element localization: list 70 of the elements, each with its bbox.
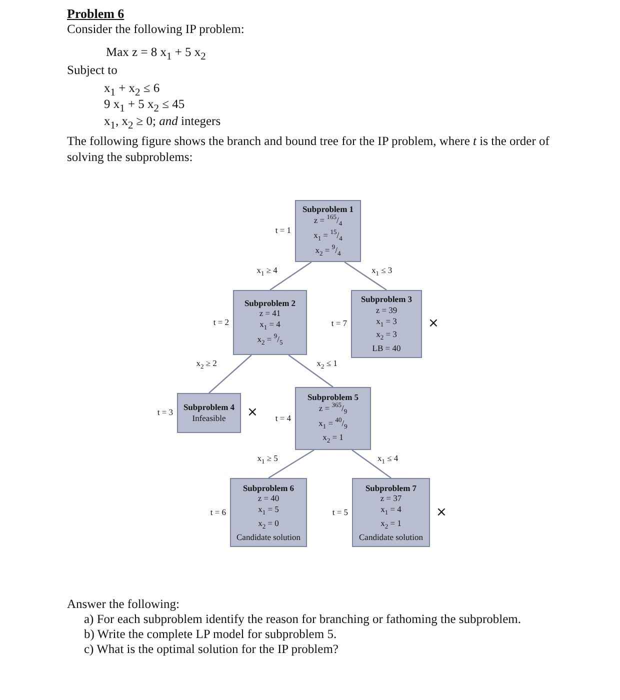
subproblem-box bbox=[295, 200, 361, 262]
edge-label: x$_{1}$ ≤ 4 bbox=[378, 454, 398, 466]
text: The following figure shows the branch and bound tree for the IP problem, where t is the order of solving the subproblems: bbox=[67, 134, 550, 166]
text: x$_{1}$, x$_{2}$ ≥ 0; and integers bbox=[104, 114, 222, 133]
box-text: x$_{1}$ = 4 bbox=[380, 504, 402, 518]
box-text: z = 39 bbox=[376, 304, 398, 316]
box-text: x$_{1}$ = 4 bbox=[260, 318, 280, 333]
order-label: t = 2 bbox=[213, 318, 229, 326]
branch-line bbox=[352, 450, 392, 478]
order-label: t = 6 bbox=[210, 508, 226, 516]
fathomed-mark: × bbox=[428, 317, 439, 330]
order-label: t = 7 bbox=[331, 319, 347, 328]
order-label: t = 1 bbox=[275, 226, 291, 234]
branch-line bbox=[268, 449, 314, 479]
box-text: x$_{2}$ = 3 bbox=[376, 329, 397, 344]
branch-line bbox=[270, 262, 312, 290]
text: Max z = 8 x$_{1}$ + 5 x$_{2}$ bbox=[106, 45, 207, 64]
box-text: x$_{2}$ = 0 bbox=[258, 518, 279, 532]
subproblem-box bbox=[352, 478, 430, 547]
branch-line bbox=[208, 354, 252, 394]
edge-label: x$_{1}$ ≥ 4 bbox=[256, 266, 278, 278]
box-text: Subproblem 3 bbox=[360, 294, 412, 305]
edge-label: x$_{2}$ ≥ 2 bbox=[196, 359, 217, 372]
subproblem-box bbox=[230, 478, 307, 547]
box-text: Infeasible bbox=[192, 413, 226, 424]
fathomed-mark: × bbox=[247, 406, 258, 419]
box-text: z = $^{165}$/$_{4}$ bbox=[314, 214, 342, 229]
box-text: z = 37 bbox=[380, 493, 402, 504]
box-text: x$_{2}$ = 1 bbox=[380, 518, 402, 532]
text: x$_{1}$ + x$_{2}$ ≤ 6 bbox=[104, 81, 161, 100]
box-text: Subproblem 2 bbox=[244, 298, 296, 308]
subproblem-box bbox=[351, 290, 422, 358]
text: 9 x$_{1}$ + 5 x$_{2}$ ≤ 45 bbox=[104, 97, 186, 116]
order-label: t = 4 bbox=[275, 414, 291, 422]
box-text: x$_{1}$ = 5 bbox=[258, 504, 279, 518]
text: Subject to bbox=[67, 63, 118, 79]
subproblem-box bbox=[177, 393, 241, 433]
box-text: Candidate solution bbox=[236, 532, 300, 542]
box-text: x$_{1}$ = $^{15}$/$_{4}$ bbox=[314, 228, 342, 244]
text: c) What is the optimal solution for the IP problem? bbox=[84, 642, 340, 658]
box-text: x$_{2}$ = 1 bbox=[322, 432, 344, 446]
subproblem-box bbox=[295, 387, 371, 450]
box-text: z = $^{365}$/$_{9}$ bbox=[318, 402, 348, 417]
order-label: t = 5 bbox=[332, 508, 348, 516]
fathomed-mark: × bbox=[436, 506, 447, 518]
text: b) Write the complete LP model for subproblem 5. bbox=[84, 627, 338, 643]
box-text: Subproblem 6 bbox=[242, 482, 294, 494]
order-label: t = 3 bbox=[157, 408, 173, 416]
box-text: LB = 40 bbox=[372, 343, 401, 354]
text: Answer the following: bbox=[67, 597, 180, 613]
edge-label: x$_{1}$ ≤ 3 bbox=[372, 266, 392, 278]
box-text: Subproblem 7 bbox=[365, 482, 417, 494]
box-text: x$_{1}$ = 3 bbox=[376, 316, 397, 330]
text: a) For each subproblem identify the reason for branching or fathoming the subproblem. bbox=[84, 612, 522, 628]
subproblem-box bbox=[233, 290, 307, 355]
box-text: Subproblem 1 bbox=[302, 204, 354, 214]
box-text: z = 40 bbox=[258, 493, 280, 504]
title: Problem 6 bbox=[67, 6, 124, 22]
edge-label: x$_{2}$ ≤ 1 bbox=[316, 359, 338, 372]
branch-line bbox=[344, 262, 387, 290]
box-text: z = 41 bbox=[259, 308, 281, 319]
box-text: x$_{2}$ = $^{9}$/$_{4}$ bbox=[315, 244, 341, 258]
text: Consider the following IP problem: bbox=[67, 22, 246, 38]
edge-label: x$_{1}$ ≥ 5 bbox=[257, 454, 278, 466]
box-text: Subproblem 4 bbox=[183, 402, 235, 413]
box-text: Candidate solution bbox=[359, 532, 423, 542]
box-text: x$_{1}$ = $^{40}$/$_{9}$ bbox=[318, 416, 348, 432]
box-text: x$_{2}$ = $^{9}$/$_{5}$ bbox=[257, 332, 283, 348]
box-text: Subproblem 5 bbox=[307, 392, 359, 402]
branch-line bbox=[288, 354, 334, 388]
